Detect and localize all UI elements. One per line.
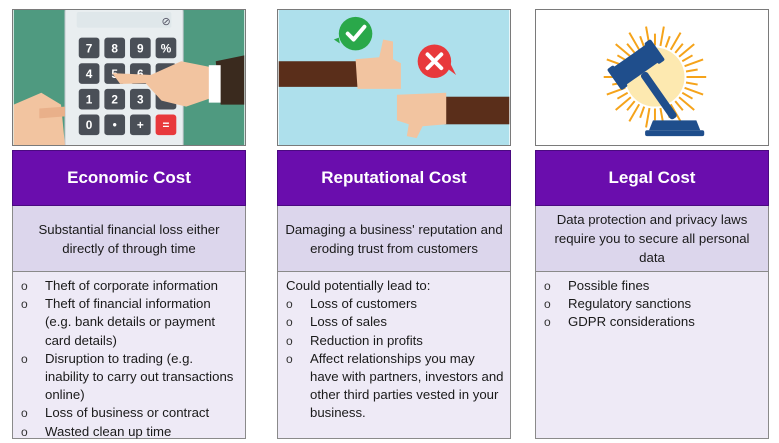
card-header: Economic Cost <box>12 150 246 206</box>
calculator-key <box>78 88 100 110</box>
card-title: Legal Cost <box>608 168 696 187</box>
list-item: Theft of corporate information <box>21 277 239 295</box>
calculator-key-label: 2 <box>111 93 118 107</box>
card-summary: Damaging a business' reputation and erod… <box>277 206 511 272</box>
svg-text:⊘: ⊘ <box>162 16 171 28</box>
bullet-list: Possible fines Regulatory sanctions GDPR… <box>544 277 762 332</box>
gavel-illustration <box>535 9 769 146</box>
sun-ray <box>639 106 646 119</box>
calculator-key-label: + <box>137 118 144 132</box>
sun-ray <box>659 26 665 47</box>
sun-ray <box>626 43 636 54</box>
list-item: Theft of financial information (e.g. ban… <box>21 295 239 350</box>
sun-ray <box>684 86 704 96</box>
calculator-key <box>78 63 100 84</box>
list-item: Loss of customers <box>286 295 504 313</box>
list-item: Possible fines <box>544 277 762 295</box>
card-details: Could potentially lead to: Loss of custo… <box>277 272 511 439</box>
sun-ray <box>639 35 646 48</box>
calculator-key-label: = <box>162 118 169 132</box>
list-item: Wasted clean up time <box>21 423 239 441</box>
calculator-key-label: 4 <box>86 67 93 81</box>
bullet-list: Loss of customers Loss of sales Reductio… <box>286 295 504 422</box>
card-summary: Substantial financial loss either direct… <box>12 206 246 272</box>
calculator-key-label: • <box>113 118 117 132</box>
calculator-key-label: 3 <box>137 93 144 107</box>
sun-ray <box>681 91 693 100</box>
calculator-key-label: 6 <box>137 67 144 81</box>
calculator-key <box>155 114 177 136</box>
check-icon <box>338 16 373 51</box>
sun-ray <box>669 32 682 51</box>
gavel-icon <box>536 10 768 145</box>
calculator-key-label: 0 <box>86 118 93 132</box>
calculator-key <box>129 114 151 136</box>
card-title: Reputational Cost <box>321 168 467 187</box>
summary-text: Substantial financial loss either direct… <box>38 221 220 256</box>
calculator-key <box>104 88 126 110</box>
list-item: Disruption to trading (e.g. inability to… <box>21 350 239 405</box>
summary-text: Data protection and privacy laws require… <box>554 212 750 265</box>
calculator-key-label: 9 <box>137 41 144 55</box>
details-intro: Could potentially lead to: <box>286 278 431 293</box>
calculator-key <box>104 37 126 59</box>
sun-ray <box>685 81 698 86</box>
bullet-list: Theft of corporate information Theft of … <box>21 277 239 441</box>
card-details: Possible fines Regulatory sanctions GDPR… <box>535 272 769 439</box>
calculator-illustration: ⊘ 789%4561230•+= <box>12 9 246 146</box>
sun-ray <box>684 58 704 68</box>
sun-ray <box>678 43 695 58</box>
list-item: Loss of sales <box>286 313 504 331</box>
calculator-key <box>104 114 126 136</box>
sun-ray <box>615 96 632 111</box>
sun-ray <box>626 100 636 111</box>
card-summary: Data protection and privacy laws require… <box>535 206 769 272</box>
sun-ray <box>685 68 698 73</box>
calculator-key-label: % <box>161 41 172 55</box>
calculator-key <box>129 88 151 110</box>
list-item: Regulatory sanctions <box>544 295 762 313</box>
sun-ray <box>628 103 641 122</box>
list-item: Affect relationships you may have with p… <box>286 350 504 423</box>
calculator-key <box>155 37 177 59</box>
sun-ray <box>678 96 695 111</box>
summary-text: Damaging a business' reputation and erod… <box>285 221 503 256</box>
list-item: GDPR considerations <box>544 313 762 331</box>
card-header: Reputational Cost <box>277 150 511 206</box>
card-header: Legal Cost <box>535 150 769 206</box>
calculator-key-label: 7 <box>86 41 93 55</box>
sun-ray <box>645 107 651 128</box>
sun-ray <box>664 35 671 48</box>
economic-cost-card: ⊘ 789%4561230•+= Economic Cost Substanti… <box>12 9 246 441</box>
thumbs-illustration <box>277 9 511 146</box>
sun-ray <box>615 43 632 58</box>
list-item: Reduction in profits <box>286 332 504 350</box>
thumbs-up-down-icon <box>278 10 510 145</box>
calculator-key <box>78 37 100 59</box>
calculator-key-label: 1 <box>86 93 93 107</box>
sun-ray <box>674 100 684 111</box>
list-item: Loss of business or contract <box>21 404 239 422</box>
legal-cost-card: Legal Cost Data protection and privacy l… <box>535 9 769 439</box>
calculator-key <box>129 37 151 59</box>
sun-ray <box>628 32 641 51</box>
reputational-cost-card: Reputational Cost Damaging a business' r… <box>277 9 511 439</box>
calculator-key-label: 8 <box>111 41 118 55</box>
calculator-icon: ⊘ 789%4561230•+= <box>13 10 245 145</box>
sun-ray <box>681 54 693 63</box>
calculator-key <box>78 114 100 136</box>
sun-ray <box>674 43 684 54</box>
card-details: Theft of corporate information Theft of … <box>12 272 246 441</box>
sun-ray <box>616 91 629 100</box>
card-title: Economic Cost <box>67 168 191 187</box>
